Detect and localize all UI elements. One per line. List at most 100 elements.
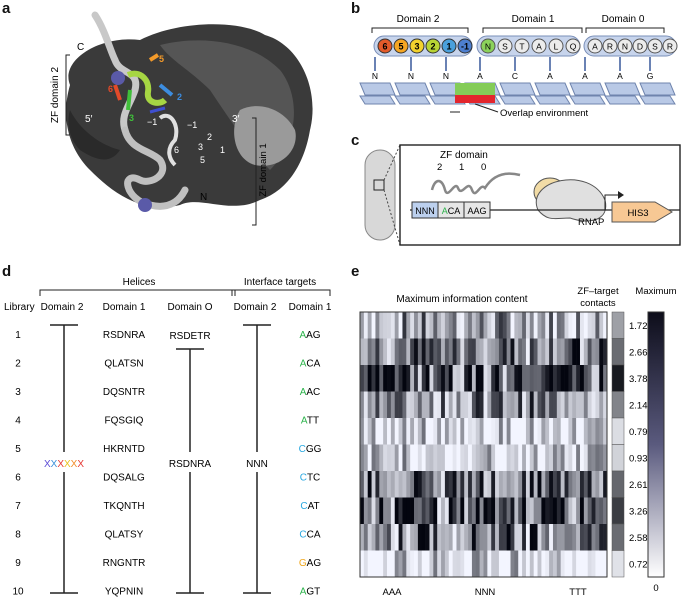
- heatmap-cell: [379, 524, 384, 551]
- zf-num-0: 0: [481, 162, 486, 173]
- heatmap-cell: [529, 497, 534, 525]
- heatmap-cell: [603, 550, 608, 578]
- heatmap-cell: [483, 471, 488, 498]
- heatmap-cell: [371, 471, 376, 498]
- heatmap-cell: [506, 524, 511, 551]
- dna-base-top: [639, 82, 676, 96]
- heatmap-cell: [363, 312, 369, 339]
- heatmap-cell: [576, 550, 581, 578]
- heatmap-cell: [479, 471, 484, 498]
- heatmap-cell: [510, 391, 515, 419]
- heatmap-cell: [421, 312, 426, 339]
- heatmap-cell: [549, 550, 554, 578]
- heatmap-cell: [583, 391, 589, 419]
- heatmap-cell: [460, 497, 465, 525]
- interface-target: CGG: [299, 444, 322, 455]
- heatmap-cell: [556, 550, 561, 578]
- heatmap-cell: [487, 338, 492, 366]
- pos-6: 6: [108, 84, 113, 94]
- heatmap-cell: [479, 418, 484, 445]
- panel-d-table: Helices Interface targets Library Domain…: [4, 277, 332, 598]
- heatmap-cell: [514, 312, 519, 339]
- heatmap-cell: [583, 497, 589, 525]
- heatmap-cell: [525, 338, 531, 366]
- heatmap-cell: [599, 391, 604, 419]
- heatmap-cell: [421, 497, 426, 525]
- heatmap-cell: [583, 444, 589, 472]
- heatmap-cell: [572, 524, 577, 551]
- contact-swatch: [611, 523, 625, 551]
- heatmap-cell: [479, 497, 484, 525]
- heatmap-cell: [576, 391, 581, 419]
- heatmap-cell: [456, 471, 461, 498]
- heatmap-cell: [390, 391, 396, 419]
- heatmap-cell: [529, 365, 534, 392]
- heatmap-cell: [498, 444, 504, 472]
- heatmap-cell: [514, 418, 519, 445]
- contact-value: 3.26: [629, 506, 648, 517]
- heatmap-cell: [398, 471, 403, 498]
- heatmap-cell: [514, 524, 519, 551]
- heatmap-cell: [425, 524, 430, 551]
- heatmap-cell: [387, 365, 392, 392]
- heatmap-cell: [363, 550, 369, 578]
- domain2-residue: [425, 38, 441, 54]
- heatmap-cell: [456, 312, 461, 339]
- heatmap-cell: [371, 391, 376, 419]
- domain1-residue: [548, 38, 564, 54]
- heatmap-cell: [564, 550, 569, 578]
- heatmap-cell: [502, 471, 507, 498]
- heatmap-cell: [452, 471, 457, 498]
- heatmap-cell: [510, 444, 515, 472]
- heatmap-cell: [506, 550, 511, 578]
- heatmap-cell: [483, 365, 488, 392]
- heatmap-cell: [525, 312, 531, 339]
- library-number: 7: [15, 501, 21, 512]
- heatmap-cell: [367, 418, 372, 445]
- heatmap-cell: [587, 524, 592, 551]
- heatmap-cell: [491, 444, 496, 472]
- heatmap-cell: [518, 338, 523, 366]
- heatmap-cell: [433, 471, 438, 498]
- overlap-environment-label: Overlap environment: [500, 108, 589, 119]
- domain1-helix: QLATSY: [105, 530, 144, 541]
- heatmap-cell: [522, 365, 527, 392]
- heatmap-cell: [383, 550, 388, 578]
- heatmap-cell: [402, 418, 407, 445]
- svg-text:ACA: ACA: [442, 206, 461, 216]
- heatmap-cell: [560, 444, 565, 472]
- contact-value: 2.58: [629, 533, 648, 544]
- heatmap-cell: [506, 391, 511, 419]
- zinc-ion-2: [111, 71, 125, 85]
- heatmap-cell: [425, 497, 430, 525]
- interface-target: ATT: [301, 416, 319, 427]
- heatmap-cell: [560, 497, 565, 525]
- heatmap-cell: [437, 365, 442, 392]
- heatmap-cell: [545, 550, 550, 578]
- pos-minus1: −1: [147, 117, 157, 127]
- interface-target-rest: AG: [307, 558, 322, 569]
- heatmap-cell: [383, 418, 388, 445]
- heatmap-cell: [549, 524, 554, 551]
- heatmap-cell: [552, 338, 558, 366]
- heatmap-cell: [433, 524, 438, 551]
- heatmap-cell: [425, 418, 430, 445]
- heatmap-cell: [371, 365, 376, 392]
- interface-target-rest: AG: [306, 330, 321, 341]
- heatmap-cell: [583, 365, 589, 392]
- heatmap-cell: [417, 312, 423, 339]
- heatmap-cell: [448, 524, 453, 551]
- heatmap-cell: [599, 338, 604, 366]
- dna-5prime: 5′: [85, 114, 93, 125]
- heatmap-cell: [367, 365, 372, 392]
- heatmap-cell: [479, 524, 484, 551]
- contact-value: 3.78: [629, 374, 648, 385]
- heatmap-cell: [572, 444, 577, 472]
- heatmap-cell: [383, 524, 388, 551]
- heatmap-cell: [545, 418, 550, 445]
- contact-swatch: [611, 417, 625, 445]
- heatmap-cell: [437, 391, 442, 419]
- heatmap-cell: [599, 444, 604, 472]
- heatmap-cell: [456, 365, 461, 392]
- heatmap-cell: [475, 391, 480, 419]
